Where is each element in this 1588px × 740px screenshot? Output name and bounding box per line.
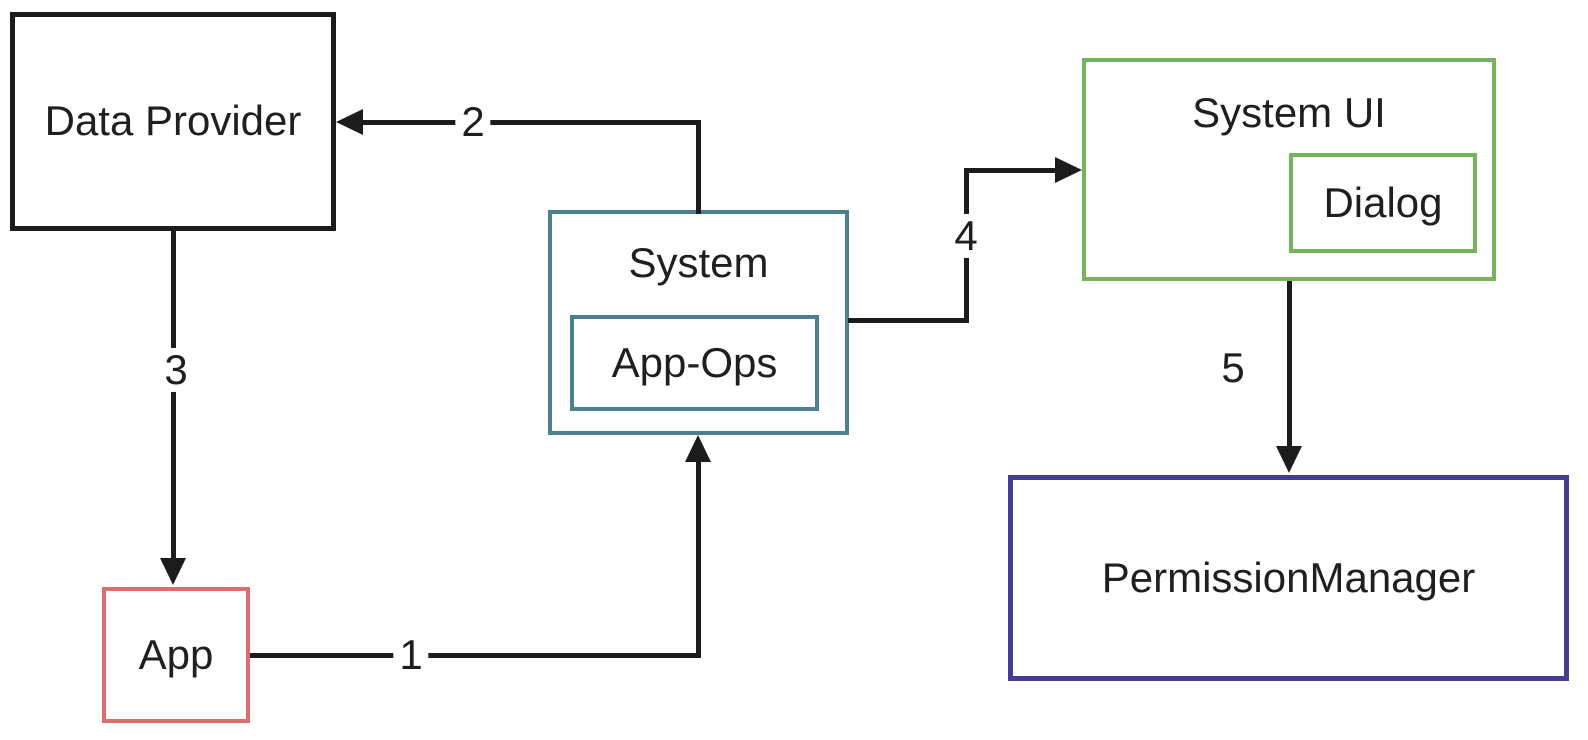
edge-2-line-horizontal bbox=[358, 120, 700, 125]
node-data-provider-label: Data Provider bbox=[44, 97, 302, 145]
node-permission-manager-label: PermissionManager bbox=[1101, 553, 1476, 601]
edge-4-line-horizontal-lower bbox=[848, 318, 969, 323]
edge-3-label: 3 bbox=[158, 347, 194, 393]
node-app-label: App bbox=[138, 630, 214, 678]
edge-1-line-horizontal bbox=[250, 653, 700, 658]
edge-5-label: 5 bbox=[1215, 345, 1251, 391]
node-data-provider: Data Provider bbox=[10, 12, 336, 231]
edge-3-line-vertical bbox=[171, 230, 176, 561]
edge-2-arrowhead-left-icon bbox=[336, 109, 363, 135]
node-system-ui-label: System UI bbox=[1192, 89, 1386, 136]
edge-2-line-vertical bbox=[696, 120, 701, 214]
edge-1-label: 1 bbox=[393, 632, 429, 678]
edge-4-arrowhead-right-icon bbox=[1055, 157, 1082, 183]
edge-1-arrowhead-up-icon bbox=[685, 435, 711, 462]
node-dialog: Dialog bbox=[1289, 153, 1477, 253]
node-app-ops-label: App-Ops bbox=[611, 338, 778, 386]
edge-4-line-horizontal-upper bbox=[964, 168, 1059, 173]
edge-1-line-vertical bbox=[696, 459, 701, 658]
node-app-ops: App-Ops bbox=[570, 315, 819, 411]
node-dialog-label: Dialog bbox=[1323, 178, 1443, 226]
node-app: App bbox=[102, 587, 250, 723]
edge-5-arrowhead-down-icon bbox=[1276, 446, 1302, 473]
edge-4-label: 4 bbox=[948, 213, 984, 259]
edge-5-line-vertical bbox=[1287, 281, 1292, 449]
node-permission-manager: PermissionManager bbox=[1008, 475, 1569, 681]
edge-3-arrowhead-down-icon bbox=[160, 558, 186, 585]
node-system-label: System bbox=[628, 239, 769, 286]
edge-2-label: 2 bbox=[455, 99, 491, 145]
